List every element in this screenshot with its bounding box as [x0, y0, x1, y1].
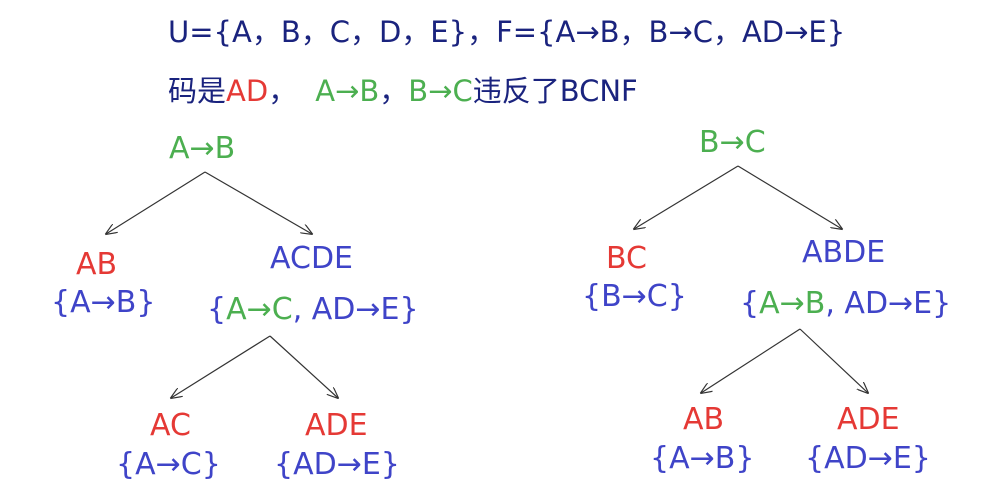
violating-fd-2: B→C [408, 74, 473, 108]
decomposing-fd: A→B [759, 286, 826, 321]
right-tree-relation-bc: BC [606, 241, 648, 276]
right-tree-relation-ab: AB [683, 402, 725, 437]
left-tree-fdset-ade: {AD→E} [274, 447, 400, 482]
edge-left-root-to-ab [106, 171, 206, 234]
brace: { [740, 286, 760, 321]
schema-definition: U={A，B，C，D，E}，F={A→B，B→C，AD→E} [168, 15, 846, 49]
edge-acde-to-ade [269, 335, 338, 398]
left-tree-fdset-acde: {A→C, AD→E} [207, 295, 419, 325]
right-tree-fdset-ade: {AD→E} [805, 441, 931, 476]
right-tree-fdset-ab: {A→B} [650, 441, 755, 476]
decomposing-fd: A→C [226, 292, 293, 327]
left-tree-fdset-ac: {A→C} [116, 447, 221, 482]
brace: { [207, 292, 227, 327]
left-tree-fdset-ab: {A→B} [51, 285, 156, 320]
right-tree-relation-ade: ADE [837, 402, 900, 437]
edge-left-root-to-acde [204, 171, 312, 234]
remaining-fds: , AD→E} [825, 286, 952, 321]
right-tree-relation-abde: ABDE [802, 235, 886, 270]
key-prefix: 码是 [168, 74, 227, 108]
violation-statement: 码是AD，A→B，B→C违反了BCNF [168, 77, 638, 106]
violation-suffix: 违反了BCNF [472, 74, 638, 108]
edge-right-root-to-abde [737, 165, 842, 229]
candidate-key: AD [226, 74, 269, 108]
left-tree-relation-acde: ACDE [270, 241, 353, 276]
right-tree-root-fd: B→C [699, 125, 766, 160]
right-tree-fdset-abde: {A→B, AD→E} [740, 289, 951, 319]
edge-abde-to-ade [799, 328, 868, 393]
right-tree-fdset-bc: {B→C} [582, 279, 687, 314]
left-tree-root-fd: A→B [169, 131, 236, 166]
remaining-fds: , AD→E} [292, 292, 419, 327]
edge-acde-to-ac [171, 335, 271, 398]
edge-right-root-to-bc [634, 165, 739, 229]
edge-abde-to-ab [701, 328, 801, 393]
separator: ， [379, 74, 409, 108]
left-tree-relation-ab: AB [76, 247, 118, 282]
violating-fd-1: A→B [315, 74, 380, 108]
separator: ， [268, 74, 298, 108]
left-tree-relation-ade: ADE [305, 408, 368, 443]
left-tree-relation-ac: AC [150, 408, 191, 443]
